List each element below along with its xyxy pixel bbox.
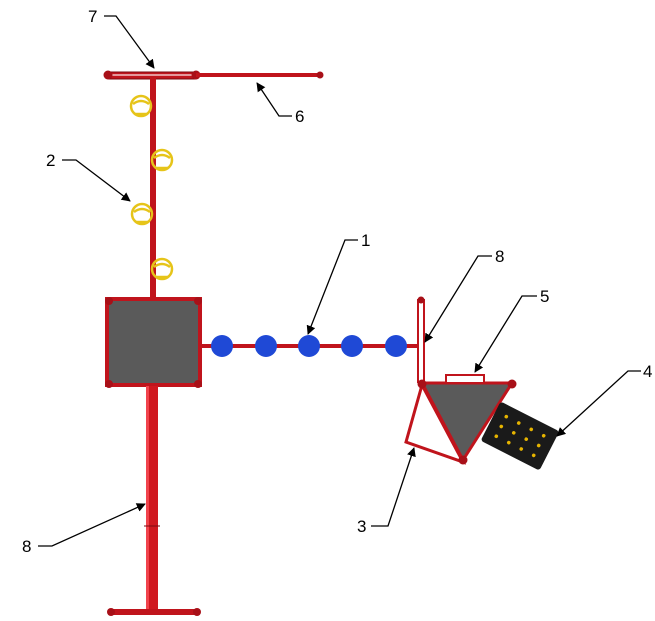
leader-5 <box>474 295 537 373</box>
callout-2: 2 <box>46 151 55 170</box>
callout-1: 1 <box>361 231 370 250</box>
ring-ornament <box>129 94 153 118</box>
spinner-ball <box>341 335 363 357</box>
spinner-ball <box>255 335 277 357</box>
callout-7-right: 8 <box>495 247 504 266</box>
spinner-ball <box>298 335 320 357</box>
upper-pole <box>150 78 156 300</box>
top-extension-bar <box>196 71 324 79</box>
ring-ornament <box>130 202 154 226</box>
base-bar <box>107 608 201 616</box>
callout-6: 6 <box>295 107 304 126</box>
top-clip <box>445 374 485 384</box>
leader-7-right <box>424 255 492 343</box>
callout-leaders <box>38 15 641 547</box>
leader-4 <box>556 370 641 437</box>
leader-6 <box>256 82 292 117</box>
hanging-rings <box>129 94 174 281</box>
leader-1 <box>306 239 358 335</box>
callout-3: 3 <box>357 517 366 536</box>
spinner-balls <box>211 335 407 357</box>
callout-4: 4 <box>643 362 652 381</box>
dotted-panel <box>481 402 559 470</box>
callout-7-top: 7 <box>88 7 97 26</box>
triangle-assembly <box>404 374 517 465</box>
callout-8: 8 <box>22 537 31 556</box>
spinner-ball <box>385 335 407 357</box>
callout-labels: 7 6 2 1 8 5 4 3 8 <box>22 7 652 556</box>
leader-3 <box>371 447 416 527</box>
ring-ornament <box>150 148 174 172</box>
ring-ornament <box>150 257 174 281</box>
spinner-ball <box>211 335 233 357</box>
right-short-post <box>417 296 425 383</box>
center-panel <box>105 297 202 388</box>
leader-7-top <box>104 15 155 69</box>
leader-2 <box>62 159 131 202</box>
leader-8 <box>38 503 146 547</box>
callout-5: 5 <box>540 287 549 306</box>
main-post <box>144 386 160 612</box>
